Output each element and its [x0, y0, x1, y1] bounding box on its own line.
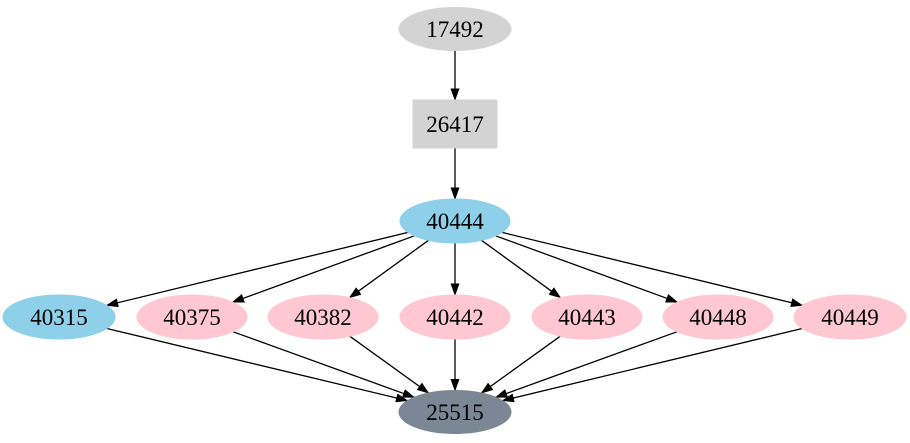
node-25515[interactable]: 25515: [398, 390, 512, 434]
node-40444-label: 40444: [426, 209, 484, 234]
edge-40443-to-25515: [480, 335, 561, 394]
node-17492-shape[interactable]: [398, 7, 512, 51]
node-40449[interactable]: 40449: [793, 294, 907, 340]
node-40315[interactable]: 40315: [2, 294, 116, 340]
node-40442-shape[interactable]: [399, 294, 511, 340]
edge-40449-to-25515: [501, 327, 803, 403]
node-40375-shape[interactable]: [136, 294, 248, 340]
node-40443-label: 40443: [558, 305, 616, 330]
node-40443-shape[interactable]: [531, 294, 643, 340]
node-40444[interactable]: 40444: [399, 198, 511, 244]
edge-layer: [105, 50, 804, 403]
edge-40375-to-25515: [232, 331, 416, 398]
node-40442-label: 40442: [426, 305, 484, 330]
node-40382-shape[interactable]: [267, 294, 379, 340]
edge-40444-to-40449: [501, 231, 804, 308]
node-40382[interactable]: 40382: [267, 294, 379, 340]
node-40315-label: 40315: [30, 305, 88, 330]
node-40315-shape[interactable]: [2, 294, 116, 340]
node-17492[interactable]: 17492: [398, 7, 512, 51]
edge-40444-to-40443: [481, 239, 562, 299]
node-40444-shape[interactable]: [399, 198, 511, 244]
node-40442[interactable]: 40442: [399, 294, 511, 340]
node-26417-shape[interactable]: [412, 99, 498, 149]
node-40375-label: 40375: [163, 305, 221, 330]
edge-40444-to-40315: [105, 231, 409, 308]
edge-40448-to-25515: [494, 331, 678, 398]
node-40448[interactable]: 40448: [662, 294, 774, 340]
edge-40444-to-40448: [495, 235, 679, 303]
node-40449-shape[interactable]: [793, 294, 907, 340]
node-25515-label: 25515: [426, 400, 484, 425]
node-40449-label: 40449: [821, 305, 879, 330]
edge-40444-to-40375: [231, 235, 415, 303]
node-25515-shape[interactable]: [398, 390, 512, 434]
edge-40382-to-25515: [349, 335, 430, 394]
edge-40444-to-40382: [348, 239, 429, 299]
node-40443[interactable]: 40443: [531, 294, 643, 340]
node-26417[interactable]: 26417: [412, 99, 498, 149]
node-17492-label: 17492: [426, 17, 484, 42]
node-40448-shape[interactable]: [662, 294, 774, 340]
node-26417-label: 26417: [426, 112, 484, 137]
edge-40315-to-25515: [106, 327, 409, 403]
node-layer: 17492 26417 40444 40315 40375 40382 40442 40443…: [2, 7, 907, 434]
node-40375[interactable]: 40375: [136, 294, 248, 340]
node-40448-label: 40448: [689, 305, 747, 330]
node-40382-label: 40382: [294, 305, 352, 330]
